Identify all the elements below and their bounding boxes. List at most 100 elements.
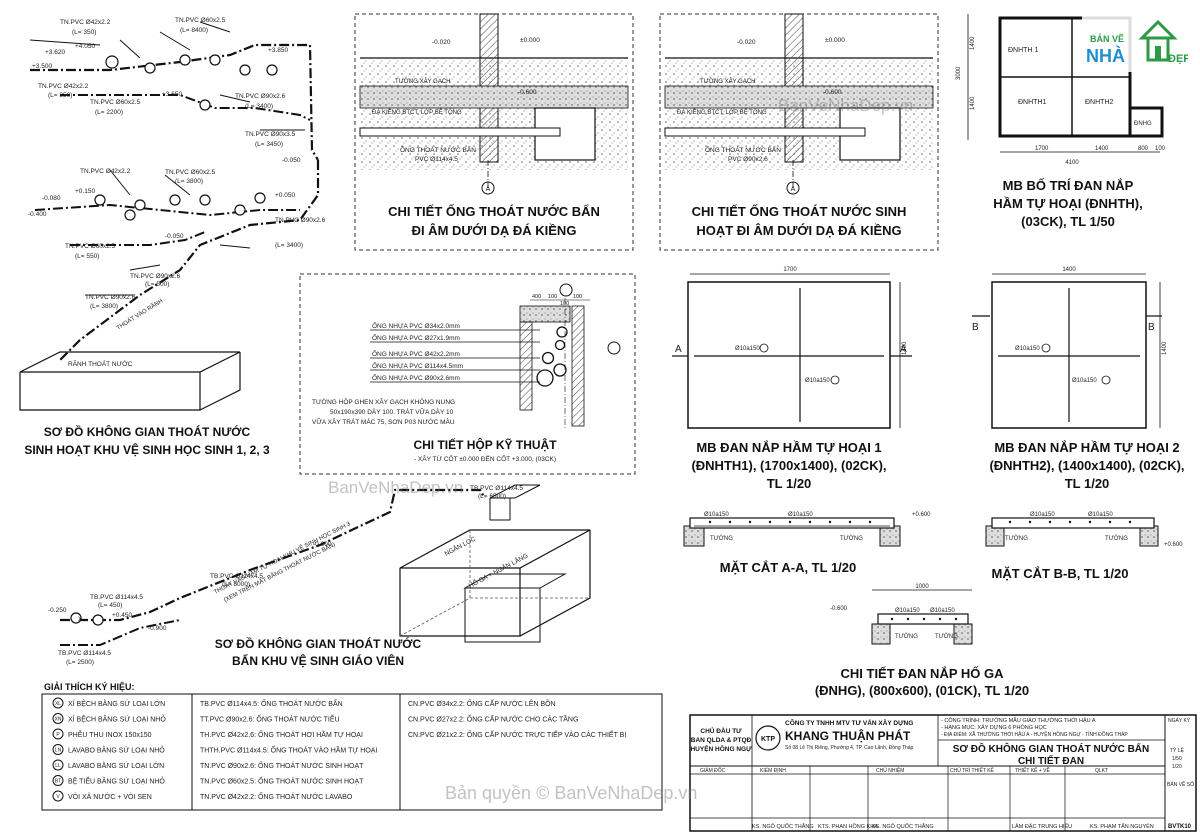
iso1-level: -0.400 (28, 211, 47, 218)
pipe-detail-2: A -0.020 ±0.000 -0.600 TƯỜNG XÂY GẠCH ĐÁ… (659, 13, 939, 251)
iso1-label: (L= 8400) (180, 27, 208, 34)
level: -0.600 (823, 89, 842, 96)
iso1-label: TN.PVC Ø60x2.5 (165, 169, 216, 176)
dim: 1400 (1162, 341, 1168, 355)
iso1-label: (L= 3800) (90, 303, 118, 310)
iso1-level: +3.620 (45, 49, 65, 56)
hoga-title: CHI TIẾT ĐAN NẮP HỐ GA (841, 666, 1005, 681)
layout-title: HẦM TỰ HOẠI (ĐNHTH), (993, 196, 1142, 211)
section-b: Ø10a150 Ø10a150 TƯỜNG TƯỜNG +0.600 MẶT C… (985, 512, 1183, 581)
rebar: Ø10a150 (895, 608, 920, 614)
iso2-label: (L= 8000) (222, 581, 250, 588)
legend-item: PHỄU THU INOX 150x150 (68, 730, 152, 739)
slab-cell: ĐNHTH2 (1085, 99, 1113, 106)
iso1-pipe-text: THOÁT VÀO RÃNH (115, 298, 164, 332)
level: ±0.000 (825, 37, 845, 44)
iso1-label: (L= 350) (48, 92, 72, 99)
dim: 4100 (1065, 160, 1079, 166)
axis-label: A (791, 186, 796, 193)
iso-diagram-2: X NGĂN LỌC HỐ GA + NGĂN LẮNG THOÁT VÀO H… (48, 484, 591, 668)
legend-item: XÍ BỆCH BẰNG SỨ LOẠI LỚN (68, 699, 165, 708)
side-cell: 1/20 (1172, 764, 1182, 770)
project: - HẠNG MỤC: XÂY DỰNG 6 PHÒNG HỌC (941, 724, 1047, 731)
slab-cell: ĐNHTH1 (1018, 99, 1046, 106)
layout-title: (03CK), TL 1/50 (1021, 214, 1115, 229)
iso2-label: TB.PVC Ø114x4.5 (210, 573, 263, 580)
wall-note: TƯỜNG HỘP GHEN XÂY GẠCH KHÔNG NUNG (312, 397, 455, 406)
watermark: BanVeNhaDep.vn (778, 96, 914, 115)
iso2-label: (L= 450) (98, 602, 122, 609)
dim: 1400 (970, 96, 976, 110)
iso1-label: TN.PVC Ø60x2.5 (175, 17, 226, 24)
detail2-title: CHI TIẾT ỐNG THOÁT NƯỚC SINH (692, 204, 907, 219)
level: -0.600 (830, 606, 848, 612)
legend-col3: CN.PVC Ø34x2.2: ỐNG CẤP NƯỚC LÊN BỒNCN.P… (408, 698, 626, 739)
wall: TƯỜNG (895, 633, 918, 640)
rebar: Ø10a150 (788, 512, 813, 518)
slab2-title: MB ĐAN NẮP HẦM TỰ HOẠI 2 (994, 440, 1179, 455)
rebar: Ø10a150 (735, 346, 760, 352)
legend-symbol: XN (55, 717, 62, 723)
signer: KS. PHẠM TẤN NGUYÊN (1090, 822, 1154, 830)
manhole-detail: 1000 Ø10a150 Ø10a150 TƯỜNG TƯỜNG -0.600 … (815, 584, 1029, 698)
sheet-no: BVTK10 (1168, 824, 1192, 830)
iso2-label: TB.PVC Ø114x4.5 (470, 485, 523, 492)
iso2-title: SƠ ĐỒ KHÔNG GIAN THOÁT NƯỚC (215, 636, 422, 651)
company-name: KHANG THUẬN PHÁT (785, 728, 911, 743)
legend-symbol: V (56, 794, 60, 800)
iso1-level: +3.850 (268, 47, 288, 54)
axis-label: A (486, 186, 491, 193)
legend-item: XÍ BỆCH BẰNG SỨ LOẠI NHỎ (68, 715, 166, 724)
legend-symbol: LN (55, 748, 62, 754)
owner: CHỦ ĐẦU TƯ (700, 725, 742, 735)
role: CHỦ NHIỆM (876, 766, 904, 774)
iso1-level: -0.080 (42, 195, 61, 202)
wall: TƯỜNG (1105, 535, 1128, 542)
dim: 100 (573, 294, 582, 300)
iso2-label: TB.PVC Ø114x4.5 (90, 594, 143, 601)
iso1-level: -0.050 (282, 157, 301, 164)
iso1-level: +0.050 (275, 192, 295, 199)
drawing-title: CHI TIẾT ĐAN (1018, 754, 1084, 767)
iso1-title: SƠ ĐỒ KHÔNG GIAN THOÁT NƯỚC (44, 424, 251, 439)
iso1-label: (L= 3800) (175, 178, 203, 185)
dim: 100 (1155, 146, 1166, 152)
legend-item: CN.PVC Ø21x2.2: ỐNG CẤP NƯỚC TRỰC TIẾP V… (408, 729, 626, 739)
watermark: Bản quyền © BanVeNhaDep.vn (445, 783, 698, 803)
iso1-label: TN.PVC Ø60x2.5 (65, 243, 116, 250)
slab-plan-2: 1400 1400 B B Ø10a150 Ø10a150 MB ĐAN NẮP… (972, 267, 1185, 491)
note: PVC Ø114x4.5 (415, 156, 458, 163)
pipe-note: ỐNG NHỰA PVC Ø114x4.5mm (372, 360, 463, 370)
hoga-title: (ĐNHG), (800x600), (01CK), TL 1/20 (815, 683, 1029, 698)
note: ĐÁ KIỀNG BTCT, LỚP BÊ TÔNG (677, 108, 767, 116)
legend-symbol-icon (52, 775, 64, 786)
iso1-level: +0.150 (75, 188, 95, 195)
dim: 1700 (783, 267, 797, 273)
legend-symbol-icon (52, 697, 64, 709)
legend-item: VÒI XẢ NƯỚC + VÒI SEN (68, 792, 152, 801)
legend-symbol-icon (52, 728, 64, 740)
legend-item: THTH.PVC Ø114x4.5: ỐNG THOÁT VÀO HẦM TỰ … (200, 745, 377, 755)
iso1-label: (L= 2200) (95, 109, 123, 116)
tech-box-sub: - XÂY TỪ CỐT ±0.000 ĐẾN CỐT +3.000, (03C… (414, 453, 556, 463)
iso1-label: (L= 3400) (275, 242, 303, 249)
project: - CÔNG TRÌNH: TRƯỜNG MẪU GIÁO THƯỜNG THỚ… (941, 717, 1096, 724)
iso1-label: TN.PVC Ø90x3.5 (245, 131, 296, 138)
section-mark: B (972, 322, 979, 333)
rebar: Ø10a150 (1072, 378, 1097, 384)
legend-item: TH.PVC Ø42x2.6: ỐNG THOÁT HƠI HẦM TỰ HOẠ… (200, 729, 363, 739)
side-cell: 1/50 (1172, 756, 1182, 762)
iso2-label: (L= 2500) (66, 659, 94, 666)
note: ỐNG THOÁT NƯỚC BẨN (400, 144, 476, 154)
dim: 400 (532, 294, 541, 300)
dim: 100 (560, 301, 569, 307)
owner: BAN QLDA & PTQĐ (691, 737, 752, 744)
dim: 1400 (970, 36, 976, 50)
rebar: Ø10a150 (1030, 512, 1055, 518)
wall: TƯỜNG (935, 633, 958, 640)
legend-symbol: LL (55, 763, 61, 769)
section-mark: B (1148, 322, 1155, 333)
dim: 100 (548, 294, 557, 300)
side-cell: NGÀY KÝ (1168, 717, 1191, 724)
legend-item: TN.PVC Ø90x2.6: ỐNG THOÁT NƯỚC SINH HOẠT (200, 760, 364, 770)
